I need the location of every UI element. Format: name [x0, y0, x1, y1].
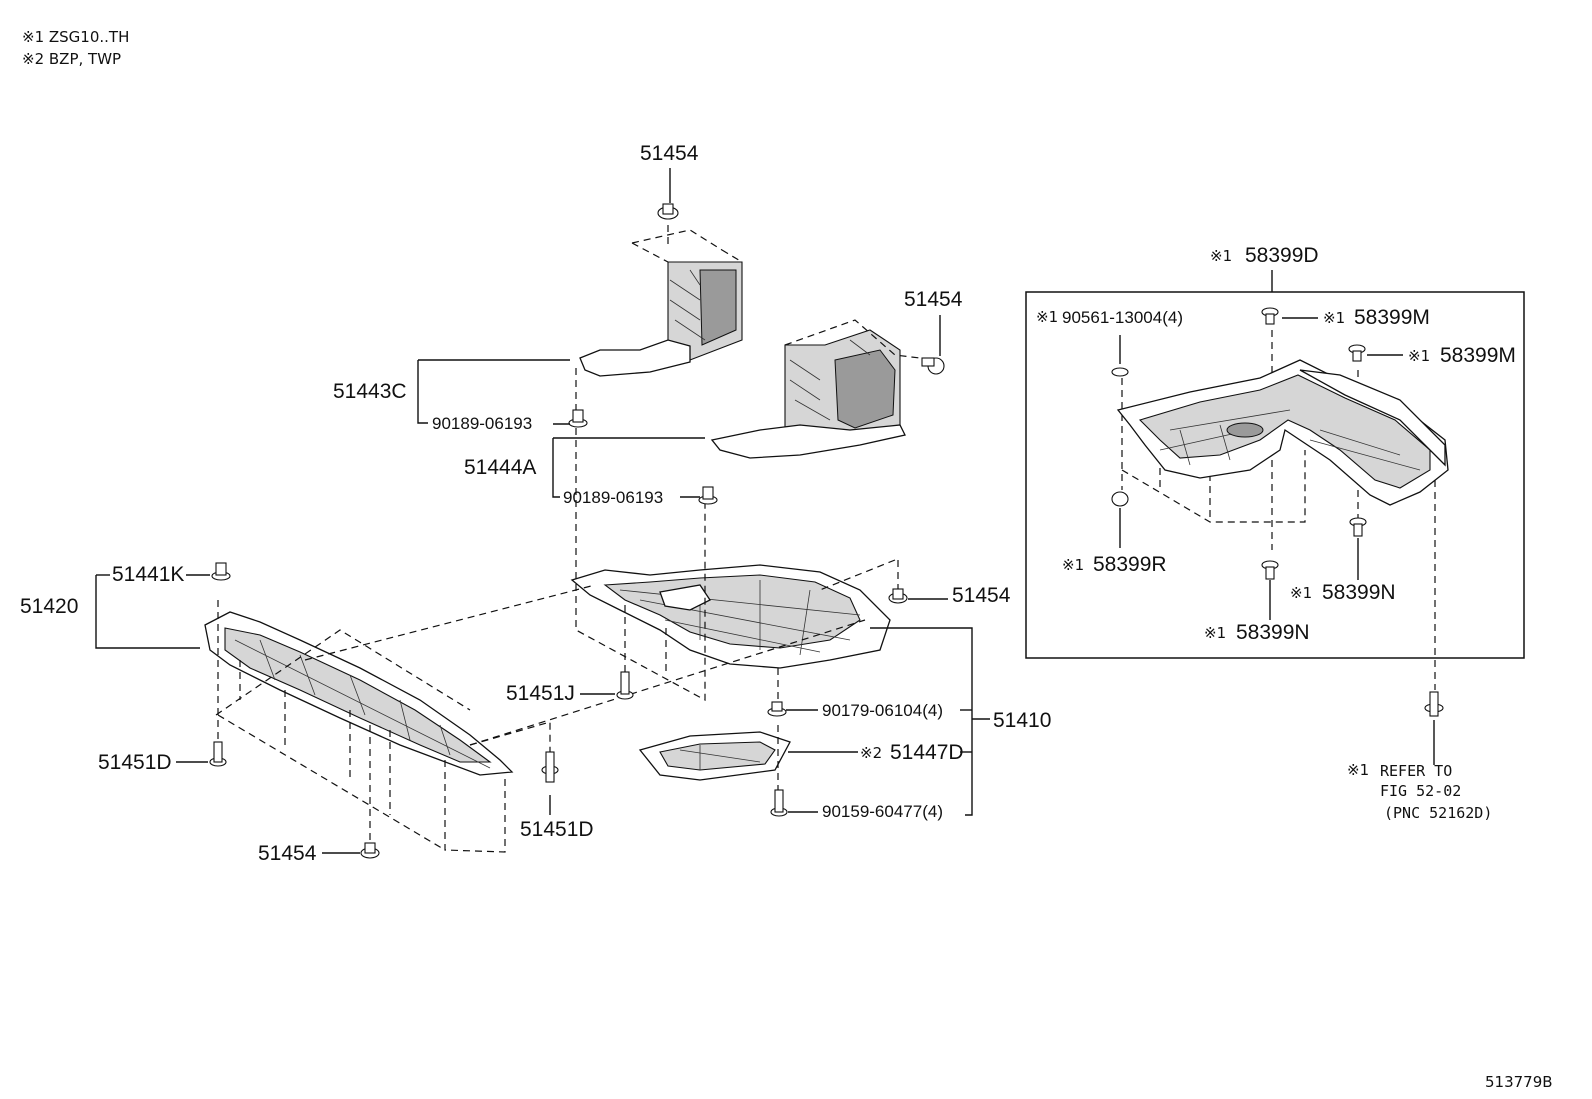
label-90189-b: 90189-06193 [563, 488, 663, 507]
refer-line2: FIG 52-02 [1380, 782, 1461, 800]
fastener-90159 [770, 789, 788, 817]
part-51444a-shield [710, 329, 906, 459]
figure-id: 513779B [1485, 1073, 1553, 1091]
label-58399n-2: 58399N [1236, 621, 1310, 644]
label-51454-bottom: 51454 [258, 842, 317, 865]
label-51444a: 51444A [464, 456, 536, 479]
fastener-58399n-1 [1349, 517, 1367, 537]
label-51410: 51410 [993, 709, 1051, 732]
assembly-guide-lines [215, 225, 1436, 853]
label-51454-mid: 51454 [952, 584, 1011, 607]
label-51454-right: 51454 [904, 288, 963, 311]
inset-title: 58399D [1245, 244, 1319, 267]
leader-lines [95, 168, 990, 854]
fastener-90561 [1111, 367, 1129, 377]
fastener-51454-top [657, 203, 679, 220]
part-58399d-cover [1116, 359, 1449, 506]
note-bzp-twp: ※2 BZP, TWP [22, 50, 121, 68]
label-58399r-mark: ※1 [1062, 556, 1084, 574]
label-51451d-right: 51451D [520, 818, 594, 841]
fastener-51454-mid [888, 588, 908, 604]
part-51443c-shield [579, 261, 743, 377]
fastener-51454-bottom [360, 842, 380, 859]
fastener-51451j [616, 671, 634, 700]
fastener-90189-a [568, 409, 588, 428]
part-51410-under-cover [570, 564, 891, 669]
inset-title-mark: ※1 [1210, 247, 1232, 265]
label-58399m-1: 58399M [1354, 306, 1430, 329]
label-51451j: 51451J [506, 682, 575, 705]
part-51420-spoiler [204, 611, 514, 776]
label-51447d: 51447D [890, 741, 964, 764]
fastener-51441k [211, 562, 231, 581]
label-58399r: 58399R [1093, 553, 1167, 576]
fastener-refer-clip [1424, 691, 1444, 717]
label-51441k: 51441K [112, 563, 184, 586]
fastener-90179 [767, 701, 787, 717]
label-90189-a: 90189-06193 [432, 414, 532, 433]
fastener-51451d-left [209, 741, 227, 767]
fastener-90189-b [698, 486, 718, 505]
inset-frame [1025, 291, 1525, 659]
label-51443c: 51443C [333, 380, 407, 403]
fastener-58399r [1111, 491, 1129, 507]
inset-58399d: ※1 58399D [1025, 244, 1525, 659]
label-90561-mark: ※1 [1036, 308, 1058, 326]
label-90159: 90159-60477(4) [822, 802, 943, 821]
label-58399n-2-mark: ※1 [1204, 624, 1226, 642]
label-58399m-2: 58399M [1440, 344, 1516, 367]
fastener-58399m-1 [1261, 307, 1279, 325]
label-51451d-left: 51451D [98, 751, 172, 774]
label-58399m-1-mark: ※1 [1323, 309, 1345, 327]
refer-line3: (PNC 52162D) [1384, 804, 1492, 822]
part-51447d-plate [638, 731, 791, 781]
label-58399n-1-mark: ※1 [1290, 584, 1312, 602]
fastener-58399m-2 [1348, 344, 1366, 362]
note-zsg10: ※1 ZSG10..TH [22, 28, 129, 46]
label-90179: 90179-06104(4) [822, 701, 943, 720]
label-51447d-mark: ※2 [860, 744, 882, 762]
refer-mark: ※1 [1347, 761, 1369, 779]
fastener-51454-right [921, 357, 945, 375]
fastener-58399n-2 [1261, 560, 1279, 580]
refer-line1: REFER TO [1380, 762, 1452, 780]
fastener-51451d-right [541, 751, 559, 783]
label-58399n-1: 58399N [1322, 581, 1396, 604]
label-51454-top: 51454 [640, 142, 699, 165]
label-51420: 51420 [20, 595, 78, 618]
label-58399m-2-mark: ※1 [1408, 347, 1430, 365]
label-90561: 90561-13004(4) [1062, 308, 1183, 327]
